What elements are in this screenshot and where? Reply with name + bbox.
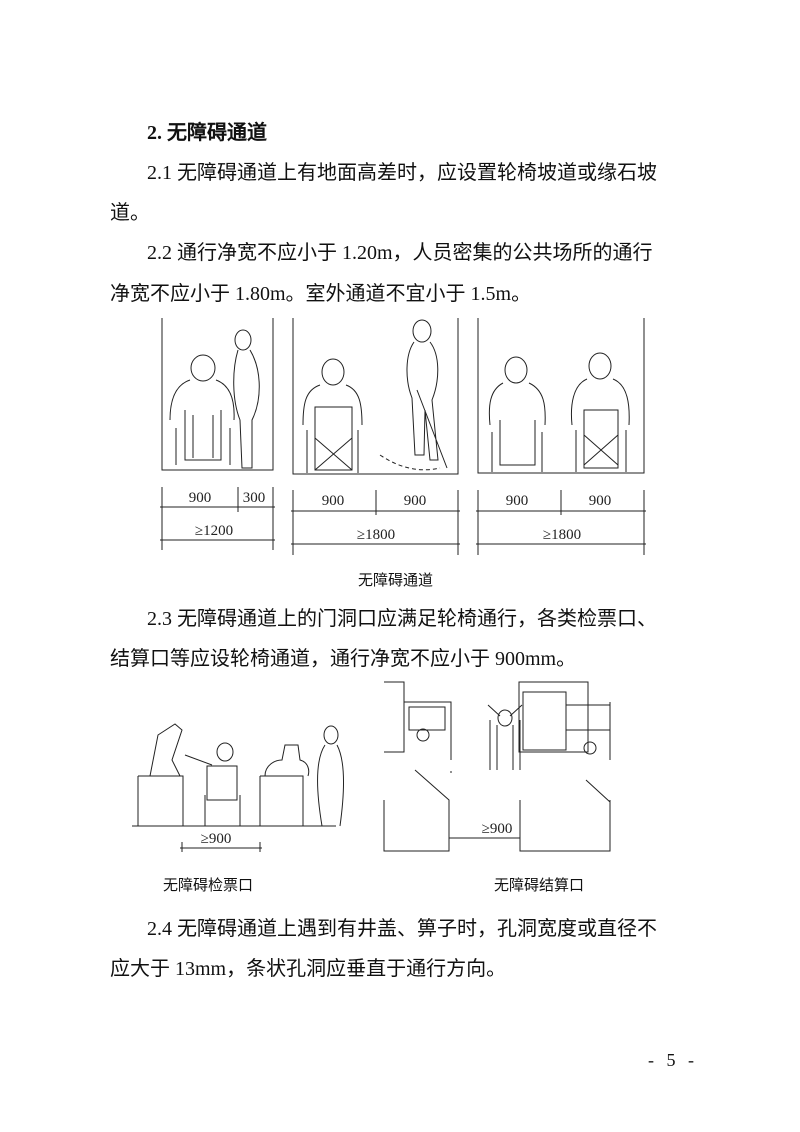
figure1-dimensions: 900 300 ≥1200 900 900 ≥1800 900 900 ≥180… [160, 487, 646, 555]
paragraph-2-2-cont: 净宽不应小于 1.80m。室外通道不宜小于 1.5m。 [110, 283, 532, 305]
figure1-panel3 [477, 318, 645, 474]
figure2-ticket-gate: ≥900 [132, 723, 344, 852]
paragraph-2-1-cont: 道。 [110, 202, 150, 224]
section-heading: 2. 无障碍通道 [147, 122, 267, 144]
dim-total: ≥1200 [195, 523, 233, 539]
figure1-panel2 [292, 318, 459, 475]
dim-label: ≥900 [482, 821, 513, 837]
figure1-panel1 [161, 318, 274, 471]
paragraph-2-4: 2.4 无障碍通道上遇到有井盖、箅子时，孔洞宽度或直径不 [147, 918, 657, 940]
figure2-left-caption: 无障碍检票口 [163, 878, 254, 894]
paragraph-2-4-cont: 应大于 13mm，条状孔洞应垂直于通行方向。 [110, 958, 507, 980]
dim-label: 900 [322, 493, 345, 509]
dim-label: 900 [589, 493, 612, 509]
paragraph-2-1: 2.1 无障碍通道上有地面高差时，应设置轮椅坡道或缘石坡 [147, 162, 657, 184]
dim-label: 900 [506, 493, 529, 509]
dim-label: ≥900 [201, 831, 232, 847]
figure2-right-caption: 无障碍结算口 [494, 878, 585, 894]
paragraph-2-3-cont: 结算口等应设轮椅通道，通行净宽不应小于 900mm。 [110, 648, 577, 670]
page-number: - 5 - [648, 1050, 698, 1070]
dim-total: ≥1800 [357, 527, 395, 543]
dim-label: 300 [243, 490, 266, 506]
paragraph-2-3: 2.3 无障碍通道上的门洞口应满足轮椅通行，各类检票口、 [147, 608, 657, 630]
dim-label: 900 [189, 490, 212, 506]
figure2-checkout: ≥900 [383, 681, 611, 852]
figure1-caption: 无障碍通道 [358, 573, 434, 589]
paragraph-2-2: 2.2 通行净宽不应小于 1.20m，人员密集的公共场所的通行 [147, 242, 653, 264]
dim-total: ≥1800 [543, 527, 581, 543]
dim-label: 900 [404, 493, 427, 509]
